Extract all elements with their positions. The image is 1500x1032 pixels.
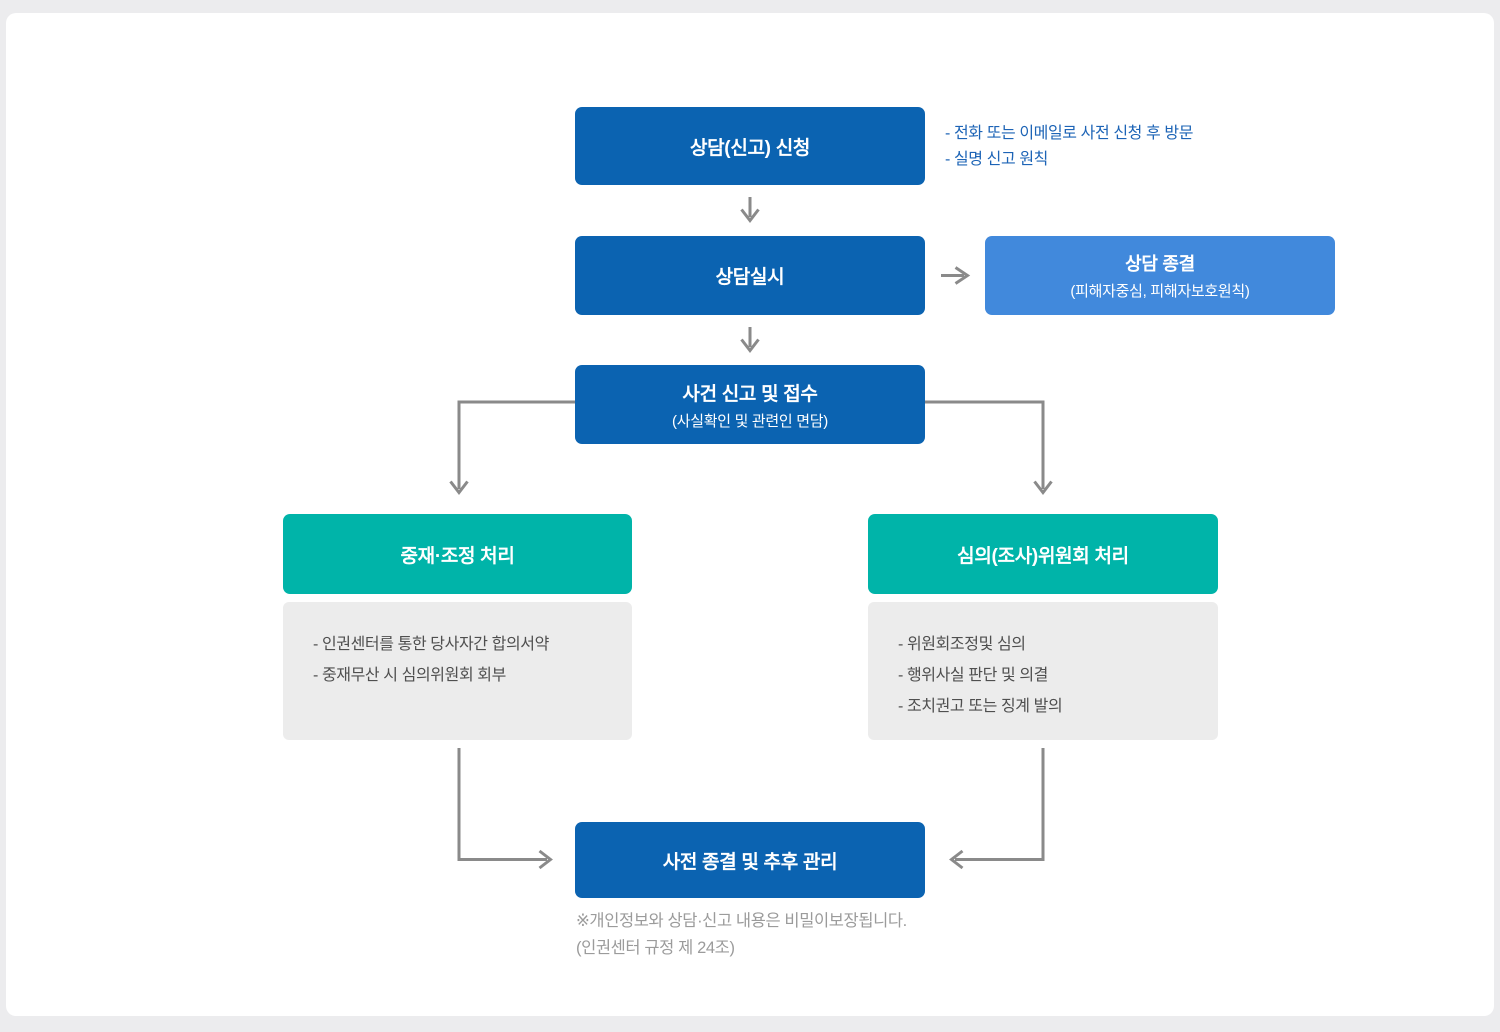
node-mediation: 중재·조정 처리 [283,514,632,594]
node-consult-end-subtitle: (피해자중심, 피해자보호원칙) [1070,283,1250,300]
node-committee: 심의(조사)위원회 처리 [868,514,1218,594]
node-case-receipt-title: 사건 신고 및 접수 [682,383,818,405]
committee-note-line: - 위원회조정및 심의 [898,636,1026,653]
node-committee-title: 심의(조사)위원회 처리 [957,545,1129,567]
apply-sidenote-line: - 전화 또는 이메일로 사전 신청 후 방문 [945,125,1194,142]
node-apply-title: 상담(신고) 신청 [689,137,811,159]
node-consult: 상담실시 [575,236,925,315]
privacy-footnote-line2: (인권센터 규정 제 24조) [576,939,735,957]
node-final: 사전 종결 및 추후 관리 [575,822,925,898]
node-apply: 상담(신고) 신청 [575,107,925,185]
node-case-receipt: 사건 신고 및 접수 (사실확인 및 관련인 면담) [575,365,925,444]
privacy-footnote: ※개인정보와 상담·신고 내용은 비밀이보장됩니다. (인권센터 규정 제 24… [576,908,907,962]
node-case-receipt-subtitle: (사실확인 및 관련인 면담) [672,412,828,430]
privacy-footnote-line1: ※개인정보와 상담·신고 내용은 비밀이보장됩니다. [576,912,907,930]
mediation-note-line: - 중재무산 시 심의위원회 회부 [313,667,506,684]
committee-note-line: - 조치권고 또는 징계 발의 [898,698,1063,715]
apply-sidenotes: - 전화 또는 이메일로 사전 신청 후 방문 - 실명 신고 원칙 [945,121,1193,173]
committee-note-line: - 행위사실 판단 및 의결 [898,667,1048,684]
node-mediation-title: 중재·조정 처리 [400,545,515,567]
node-final-title: 사전 종결 및 추후 관리 [662,851,838,873]
mediation-notes-box: - 인권센터를 통한 당사자간 합의서약 - 중재무산 시 심의위원회 회부 [283,602,632,740]
mediation-note-line: - 인권센터를 통한 당사자간 합의서약 [313,636,549,653]
node-consult-end-title: 상담 종결 [1125,254,1195,274]
node-consult-end: 상담 종결 (피해자중심, 피해자보호원칙) [985,236,1335,315]
apply-sidenote-line: - 실명 신고 원칙 [945,151,1048,168]
committee-notes-box: - 위원회조정및 심의 - 행위사실 판단 및 의결 - 조치권고 또는 징계 … [868,602,1218,740]
node-consult-title: 상담실시 [715,267,785,288]
